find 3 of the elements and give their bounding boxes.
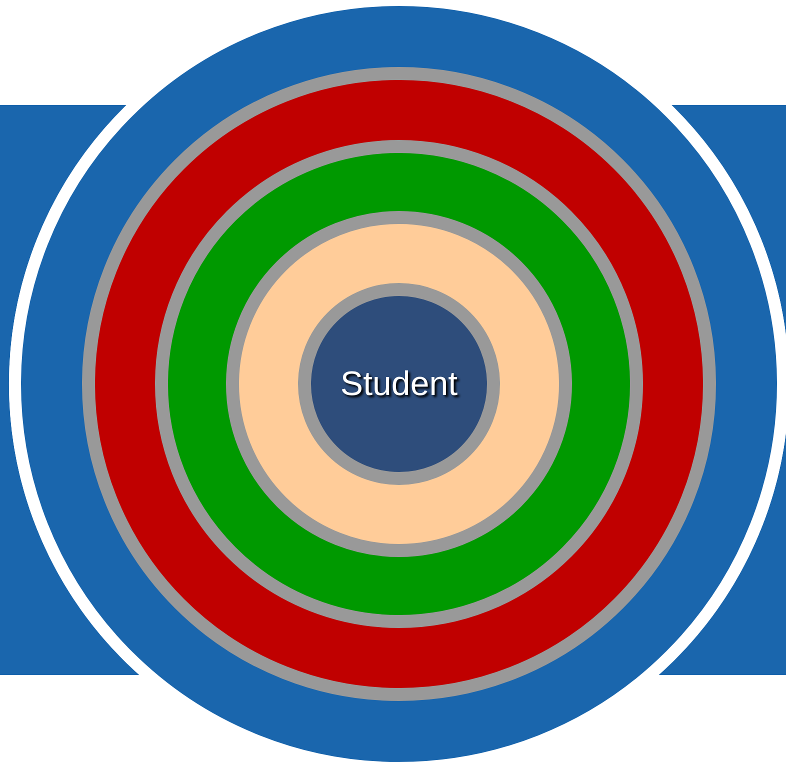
node-label: Student (340, 364, 458, 404)
band-segment (0, 105, 140, 675)
band-segment (658, 105, 786, 675)
